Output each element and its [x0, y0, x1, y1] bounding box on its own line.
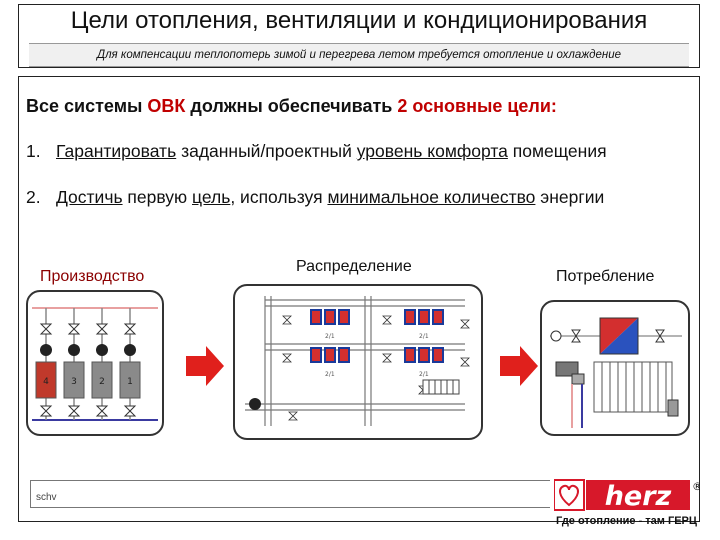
heart-icon [559, 484, 579, 507]
goal-text: Достичь [56, 187, 123, 207]
consumption-diagram [540, 300, 690, 436]
herz-logo: herz ® [554, 479, 700, 512]
zone-label: 2/1 [325, 371, 335, 378]
intro-hvac: ОВК [147, 96, 186, 116]
page-subtitle: Для компенсации теплопотерь зимой и пере… [29, 43, 689, 67]
boiler-unit-4: 4 [35, 308, 57, 420]
boiler-unit-2: 2 [91, 308, 113, 420]
logo-red-band [586, 480, 690, 510]
valve-icon [460, 319, 470, 329]
zone-label: 2/1 [419, 333, 429, 340]
consumption-schematic [550, 317, 682, 428]
goal-text: минимальное количество [327, 187, 536, 207]
boiler-label: 1 [127, 377, 133, 387]
valve-icon [571, 329, 581, 343]
boiler-unit-3: 3 [63, 308, 85, 420]
logo-tagline: Где отопление - там ГЕРЦ [556, 515, 697, 527]
boiler-2 [91, 361, 113, 399]
valve-icon [460, 357, 470, 367]
pump-icon [68, 344, 80, 356]
boiler-unit-1: 1 [119, 308, 141, 420]
valve-icon [95, 405, 109, 417]
valve-icon [67, 323, 81, 335]
goal-number: 2. [26, 187, 41, 207]
goal-number: 1. [26, 141, 41, 161]
valve-icon [382, 353, 392, 363]
valve-icon [67, 405, 81, 417]
fan-coil-bank [310, 309, 444, 363]
boiler-label: 3 [71, 377, 77, 387]
intro-prefix: Все системы [26, 96, 148, 116]
goal-text: помещения [507, 141, 607, 161]
flow-arrow-icon [186, 346, 224, 386]
goal-text: , используя [230, 187, 328, 207]
zone-label: 2/1 [419, 371, 429, 378]
boiler-label: 2 [99, 377, 105, 387]
pump-icon [40, 344, 52, 356]
lockshield-icon [667, 399, 679, 417]
pump-icon [124, 344, 136, 356]
zone-label: 2/1 [325, 333, 335, 340]
goal-text: заданный/проектный [176, 141, 357, 161]
boiler-1 [119, 361, 141, 399]
production-schematic: 4 3 2 1 [32, 307, 158, 421]
valve-icon [123, 323, 137, 335]
intro-text: Все системы ОВК должны обеспечивать 2 ос… [26, 96, 557, 117]
page-title: Цели отопления, вентиляции и кондиционир… [70, 7, 648, 34]
goal-item-1: 1. Гарантировать заданный/проектный урове… [26, 141, 607, 162]
valve-icon [39, 323, 53, 335]
stage-label-consumption: Потребление [556, 268, 655, 285]
production-diagram: 4 3 2 1 [26, 290, 164, 436]
valve-icon [39, 405, 53, 417]
valve-icon [288, 411, 298, 421]
radiator-icon [593, 361, 673, 413]
valve-icon [382, 315, 392, 325]
pump-icon [249, 398, 261, 410]
intro-middle: должны обеспечивать [185, 96, 398, 116]
distribution-diagram: 2/1 2/1 2/1 2/1 [233, 284, 483, 440]
goal-text: первую [122, 187, 193, 207]
intro-goals-count: 2 основные цели: [397, 96, 557, 116]
footer-bar [30, 480, 550, 508]
pump-icon [96, 344, 108, 356]
stage-label-production: Производство [40, 268, 145, 285]
footer-tag: schv [36, 492, 57, 503]
boiler-label: 4 [43, 377, 49, 387]
heat-exchanger-icon [599, 317, 639, 355]
valve-icon [655, 329, 665, 343]
valve-icon [95, 323, 109, 335]
goal-text: Гарантировать [56, 141, 177, 161]
logo-wordmark: herz [605, 481, 672, 512]
flow-arrow-icon [500, 346, 538, 386]
goal-text: уровень комфорта [356, 141, 508, 161]
boiler-3 [63, 361, 85, 399]
valve-icon [282, 315, 292, 325]
thermostatic-valve-icon [555, 361, 585, 385]
valve-handle-icon [550, 330, 562, 342]
logo-registered-mark: ® [692, 480, 700, 493]
boiler-4 [35, 361, 57, 399]
distribution-schematic: 2/1 2/1 2/1 2/1 [245, 296, 470, 426]
goal-text: цель [192, 187, 231, 207]
valve-icon [123, 405, 137, 417]
goal-item-2: 2. Достичь первую цель, используя минимал… [26, 187, 604, 208]
stage-label-distribution: Распределение [296, 258, 412, 275]
content-frame [18, 76, 700, 522]
goal-text: энергии [535, 187, 605, 207]
valve-icon [282, 353, 292, 363]
header-box: Цели отопления, вентиляции и кондиционир… [18, 4, 700, 68]
